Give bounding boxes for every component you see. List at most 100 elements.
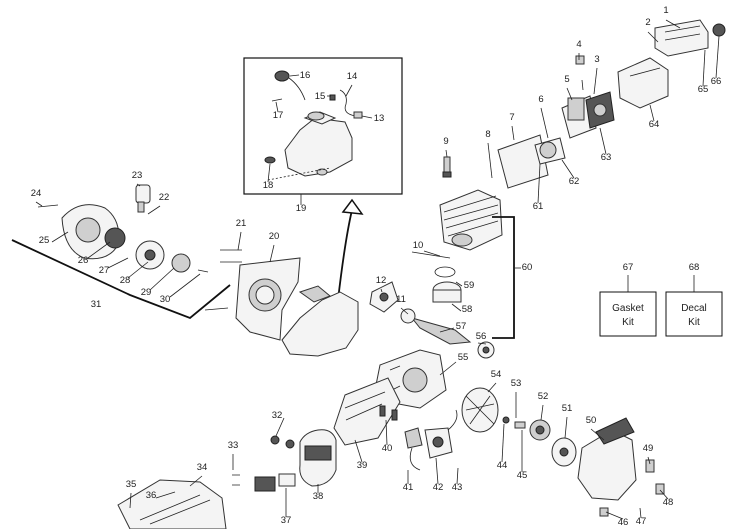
leader-line-59: [455, 281, 463, 287]
leader-lines: [35, 19, 720, 520]
leader-line-47: [639, 507, 642, 519]
leader-line-13: [361, 115, 373, 119]
leader-line-12: [380, 288, 383, 293]
leader-line-62: [561, 159, 575, 179]
part-number-66: 66: [711, 76, 722, 87]
decal-kit-number: 68: [689, 262, 700, 273]
leader-line-48: [659, 489, 669, 500]
part-number-30: 30: [160, 294, 171, 305]
part-number-2: 2: [645, 17, 650, 28]
engine-assembly: [369, 156, 503, 409]
part-number-34: 34: [197, 462, 208, 473]
leader-line-57: [439, 327, 455, 333]
leader-line-64: [649, 104, 655, 122]
part-number-64: 64: [649, 119, 660, 130]
crankcase-half: [204, 249, 359, 357]
part-number-45: 45: [517, 470, 528, 481]
leader-line-16: [289, 74, 300, 77]
part-number-21: 21: [236, 218, 247, 229]
part-number-53: 53: [511, 378, 522, 389]
leader-line-17: [275, 101, 279, 113]
leader-line-32: [275, 417, 285, 437]
part-number-17: 17: [273, 110, 284, 121]
leader-line-10: [423, 250, 441, 257]
part-number-61: 61: [533, 201, 544, 212]
leader-line-63: [599, 127, 607, 155]
part-number-62: 62: [569, 176, 580, 187]
leader-line-20: [269, 244, 275, 263]
leader-line-24: [35, 201, 43, 207]
leader-line-9: [445, 149, 448, 158]
leader-line-25: [51, 231, 69, 243]
leader-line-23: [136, 183, 141, 187]
part-number-15: 15: [315, 91, 326, 102]
part-number-36: 36: [146, 490, 157, 501]
decal-kit-label-line1: Decal: [681, 303, 707, 314]
part-number-27: 27: [99, 265, 110, 276]
part-number-37: 37: [281, 515, 292, 526]
fuel-tank-inset: [243, 57, 403, 195]
leader-line-8: [487, 142, 493, 179]
part-number-39: 39: [357, 460, 368, 471]
leader-line-21: [237, 231, 242, 251]
part-number-50: 50: [586, 415, 597, 426]
part-number-40: 40: [382, 443, 393, 454]
gasket-kit: 67 Gasket Kit: [599, 262, 657, 337]
gasket-kit-label-line2: Kit: [622, 317, 634, 328]
part-number-52: 52: [538, 391, 549, 402]
part-number-57: 57: [456, 321, 467, 332]
part-number-22: 22: [159, 192, 170, 203]
part-number-7: 7: [509, 112, 514, 123]
part-number-18: 18: [263, 180, 274, 191]
part-number-9: 9: [443, 136, 448, 147]
leader-line-27: [107, 257, 129, 269]
leader-line-18: [267, 163, 271, 183]
part-number-11: 11: [396, 294, 406, 305]
leader-line-5: [566, 87, 573, 101]
part-number-32: 32: [272, 410, 283, 421]
leader-line-42: [435, 457, 439, 485]
leader-line-44: [501, 423, 505, 463]
part-number-28: 28: [120, 275, 131, 286]
part-number-42: 42: [433, 482, 444, 493]
part-number-60: 60: [522, 262, 533, 273]
part-number-16: 16: [300, 70, 311, 81]
leader-line-2: [647, 31, 659, 43]
leader-line-61: [537, 163, 541, 204]
leader-line-26: [87, 241, 111, 259]
leader-line-36: [155, 491, 176, 499]
part-number-44: 44: [497, 460, 508, 471]
leader-line-11: [400, 307, 409, 315]
leader-line-58: [451, 303, 462, 312]
part-number-6: 6: [538, 94, 543, 105]
leader-line-30: [169, 273, 201, 298]
part-number-65: 65: [698, 84, 709, 95]
leader-line-46: [605, 511, 624, 520]
leader-line-1: [665, 19, 681, 29]
leader-line-14: [345, 84, 353, 97]
part-number-56: 56: [476, 331, 487, 342]
leader-line-3: [593, 67, 598, 95]
part-number-51: 51: [562, 403, 573, 414]
arrow-icon: [341, 198, 364, 215]
part-number-12: 12: [376, 275, 387, 286]
leader-line-7: [511, 125, 515, 141]
part-number-25: 25: [39, 235, 50, 246]
leader-line-55: [439, 361, 457, 376]
leader-line-40: [385, 419, 388, 446]
part-number-14: 14: [347, 71, 358, 82]
leader-line-29: [149, 267, 175, 291]
ignition-assembly: [270, 377, 665, 517]
leader-line-56: [477, 342, 487, 345]
part-number-48: 48: [663, 497, 674, 508]
part-number-46: 46: [618, 517, 629, 528]
leader-line-66: [715, 35, 720, 79]
leader-line-34: [189, 475, 203, 487]
part-number-31: 31: [91, 299, 102, 310]
leader-line-43: [456, 467, 459, 485]
leader-line-28: [127, 261, 149, 279]
part-number-47: 47: [636, 516, 647, 527]
part-number-49: 49: [643, 443, 654, 454]
leader-line-39: [354, 439, 363, 463]
